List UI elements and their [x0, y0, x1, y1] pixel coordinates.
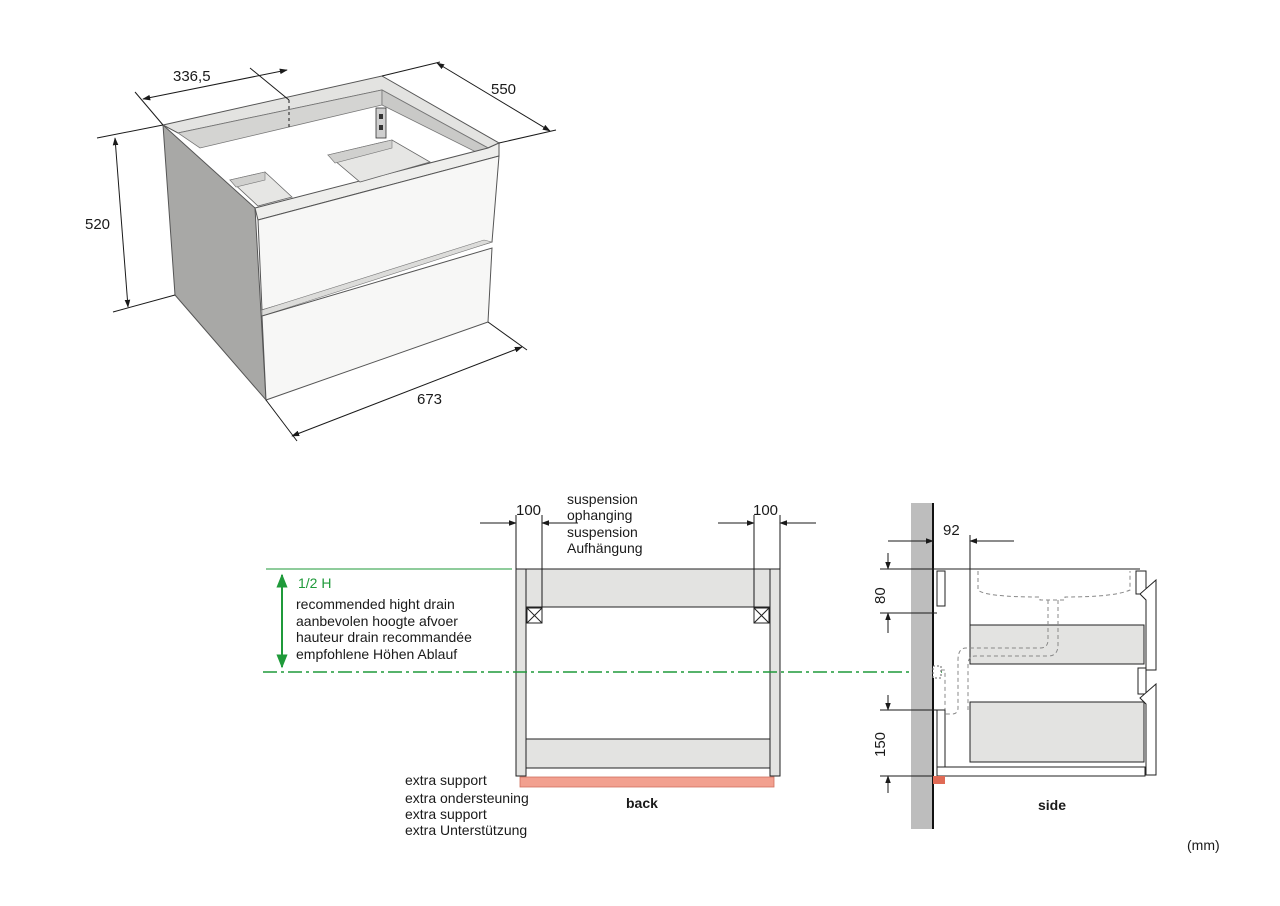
drain-ratio-label: 1/2 H [298, 575, 331, 591]
drain-height-indicator: 1/2 H recommended hight drain aanbevolen… [263, 568, 942, 673]
suspension-label-nl: ophanging [567, 507, 632, 523]
dim-height: 520 [85, 216, 110, 233]
suspension-label-en: suspension [567, 491, 638, 507]
back-view: 100 100 suspension ophanging suspension … [405, 491, 816, 838]
drain-label-en: recommended hight drain [296, 596, 455, 612]
back-view-label: back [626, 795, 658, 811]
dim-side-150: 150 [872, 732, 889, 757]
hanging-bracket-icon [375, 107, 387, 139]
support-label-nl: extra ondersteuning [405, 790, 529, 806]
dim-side-80: 80 [872, 587, 889, 604]
dim-width: 673 [417, 391, 442, 408]
back-bottom-rail [525, 738, 771, 769]
extra-support-bar [519, 776, 775, 788]
drain-label-nl: aanbevolen hoogte afvoer [296, 613, 458, 629]
iso-dimensions: 336,5 550 520 673 [85, 61, 557, 442]
side-view: 92 80 150 side [872, 503, 1157, 829]
dim-left-100: 100 [516, 502, 541, 519]
unit-label: (mm) [1187, 837, 1220, 853]
side-upper-drawer [969, 624, 1145, 665]
side-view-label: side [1038, 797, 1066, 813]
wall [911, 503, 933, 829]
back-top-rail [525, 568, 771, 608]
suspension-label-de: Aufhängung [567, 540, 643, 556]
suspension-marker-right-icon [753, 607, 770, 624]
dim-depth: 550 [491, 81, 516, 98]
support-label-de: extra Unterstützung [405, 822, 527, 838]
support-label-en: extra support [405, 772, 487, 788]
cabinet-side-panel [162, 123, 267, 402]
dim-half-width: 336,5 [173, 68, 211, 85]
drain-label-de: empfohlene Höhen Ablauf [296, 646, 457, 662]
isometric-cabinet [161, 75, 501, 402]
suspension-marker-left-icon [526, 607, 543, 624]
drain-label-fr: hauteur drain recommandée [296, 629, 472, 645]
suspension-label-fr: suspension [567, 524, 638, 540]
dim-side-92: 92 [943, 522, 960, 539]
side-lower-drawer [969, 701, 1145, 763]
dim-right-100: 100 [753, 502, 778, 519]
support-bracket [933, 776, 945, 784]
support-label-fr: extra support [405, 806, 487, 822]
cabinet-front-rim [254, 142, 500, 221]
